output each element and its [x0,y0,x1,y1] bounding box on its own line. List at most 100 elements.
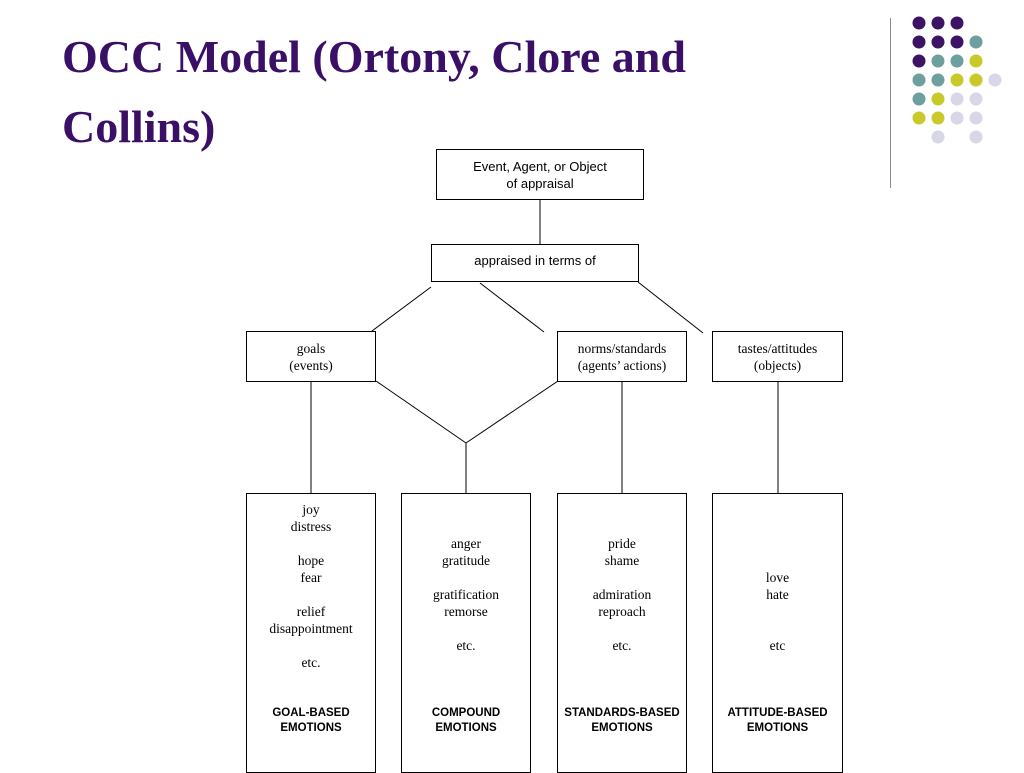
emotion-item: joy [302,502,320,517]
emotion-item [713,603,842,620]
emotion-item [247,637,375,654]
emotion-item [713,501,842,518]
emotion-item: love [765,570,790,585]
emotion-item: disappointment [269,621,353,636]
emotion-item: etc. [456,638,476,653]
slide-title: OCC Model (Ortony, Clore and Collins) [62,22,862,162]
group-label-line-2: EMOTIONS [591,722,653,734]
decorative-dot [969,54,983,68]
emotion-group-goal-based: joy distress hope fear relief disappoint… [246,493,376,773]
emotion-item: remorse [444,604,488,619]
emotion-list: joy distress hope fear relief disappoint… [247,494,375,671]
decorative-dot [912,35,926,49]
decorative-dot [931,92,945,106]
decorative-dot [969,130,983,144]
decorative-dot [969,111,983,125]
emotion-item [558,518,686,535]
emotion-item: anger [451,536,481,551]
emotion-item: relief [296,604,326,619]
decorative-dot [931,16,945,30]
decorative-dot [969,35,983,49]
connector-appraisal-to-goals [367,286,432,335]
emotion-item [402,501,530,518]
decorative-dot [969,73,983,87]
connector-goals-to-compound [375,380,467,444]
group-label-line-1: STANDARDS-BASED [564,707,680,719]
title-line-2: Collins) [62,101,216,152]
group-label-line-1: ATTITUDE-BASED [727,707,828,719]
group-label-line-2: EMOTIONS [746,722,809,734]
decorative-dot [950,111,964,125]
decorative-dot [988,73,1002,87]
decorative-dot [969,92,983,106]
group-label-goal-based: GOAL-BASED EMOTIONS [247,706,375,736]
category-tastes-line-2: (objects) [753,358,802,373]
category-norms: norms/standards (agents’ actions) [557,331,687,382]
emotion-item: distress [290,519,332,534]
emotion-item [713,518,842,535]
decorative-dot [950,35,964,49]
decorative-dot [912,73,926,87]
emotion-item: reproach [598,604,646,619]
group-label-attitude-based: ATTITUDE-BASED EMOTIONS [713,706,842,736]
emotion-item: hope [297,553,325,568]
emotion-list: anger gratitude gratification remorse et… [402,494,530,654]
emotion-item: hate [766,587,789,602]
decorative-dot [931,130,945,144]
category-norms-line-1: norms/standards [577,341,667,356]
emotion-item [558,501,686,518]
decorative-dot [912,111,926,125]
category-goals: goals (events) [246,331,376,382]
decorative-dot [912,92,926,106]
group-label-line-2: EMOTIONS [435,722,497,734]
category-goals-line-1: goals [296,341,326,356]
emotion-list: pride shame admiration reproach etc. [558,494,686,654]
decorative-dot [950,92,964,106]
decorative-dot [950,54,964,68]
emotion-item: admiration [592,587,652,602]
decorative-dot [912,54,926,68]
category-norms-line-2: (agents’ actions) [577,358,667,373]
emotion-group-attitude-based: love hate etc ATTITUDE-BASED EMOTIONS [712,493,843,773]
category-tastes-line-1: tastes/attitudes [737,341,818,356]
connector-norms-to-compound [465,380,559,444]
emotion-item: etc [769,638,786,653]
emotion-item [713,552,842,569]
emotion-item [713,535,842,552]
emotion-item: etc. [612,638,632,653]
emotion-item [558,620,686,637]
root-node: Event, Agent, or Object of appraisal [436,149,644,200]
emotion-item: fear [300,570,322,585]
group-label-standards-based: STANDARDS-BASED EMOTIONS [558,706,686,736]
group-label-compound: COMPOUND EMOTIONS [402,706,530,736]
emotion-group-compound: anger gratitude gratification remorse et… [401,493,531,773]
emotion-item [402,569,530,586]
connector-appraisal-to-norms [479,282,545,333]
root-node-line-2: of appraisal [506,176,574,191]
emotion-item [247,586,375,603]
emotion-item: pride [608,536,636,551]
category-tastes: tastes/attitudes (objects) [712,331,843,382]
category-goals-line-2: (events) [289,358,333,373]
emotion-item [713,620,842,637]
appraisal-node-label: appraised in terms of [474,253,596,268]
decorative-dot [912,16,926,30]
emotion-item [402,518,530,535]
emotion-group-standards-based: pride shame admiration reproach etc. STA… [557,493,687,773]
appraisal-node: appraised in terms of [431,244,639,282]
decorative-dot [950,16,964,30]
decorative-dot [931,54,945,68]
emotion-list: love hate etc [713,494,842,654]
emotion-item [247,535,375,552]
emotion-item: gratitude [442,553,490,568]
group-label-line-1: GOAL-BASED [272,707,350,719]
emotion-item: gratification [433,587,499,602]
decorative-dot [931,35,945,49]
emotion-item: shame [604,553,640,568]
emotion-item [402,620,530,637]
connector-appraisal-to-tastes [637,281,704,334]
decorative-dot [931,111,945,125]
group-label-line-2: EMOTIONS [280,722,342,734]
decorative-dot-grid [912,16,1002,144]
